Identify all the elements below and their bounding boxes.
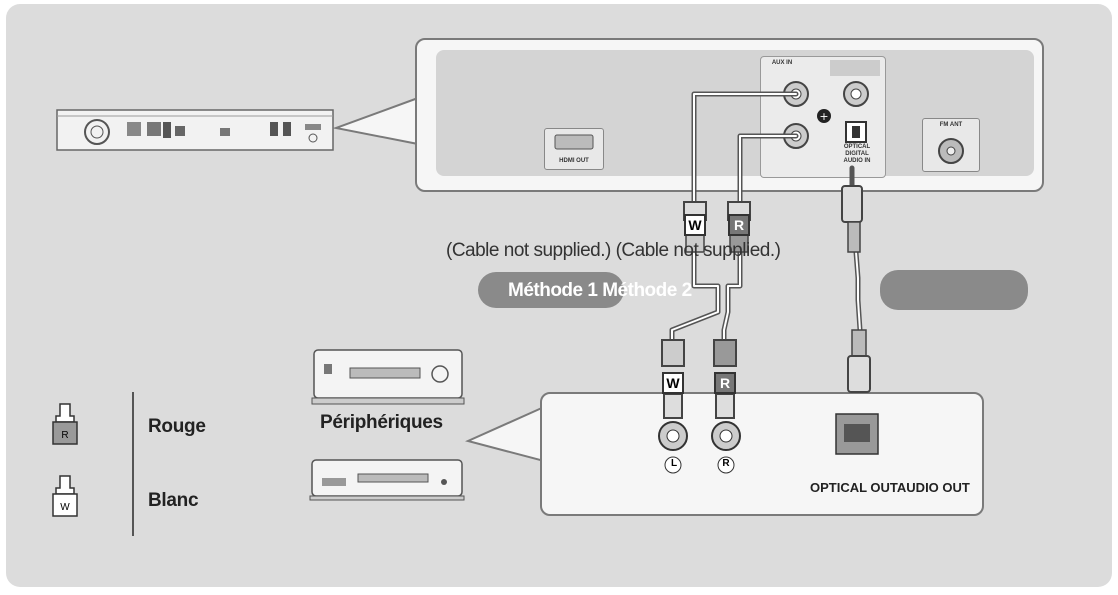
legend-white-letter: W — [60, 502, 70, 513]
red-plug-letter: R — [719, 375, 731, 391]
method-pill-right — [880, 270, 1028, 310]
red-plug-top-badge: R — [728, 214, 750, 236]
optical-out-port — [835, 413, 879, 455]
white-plug-icon — [52, 475, 78, 517]
method-pill-left — [478, 272, 624, 308]
fm-ant-port: FM ANT — [922, 118, 980, 172]
devices-output-callout — [540, 392, 984, 516]
hdmi-out-port: HDMI OUT — [544, 128, 604, 170]
hdmi-out-label: HDMI OUT — [559, 158, 589, 164]
optical-digital-audio-in-label: OPTICAL DIGITAL AUDIO IN — [830, 144, 884, 165]
jack-left-letter: L — [670, 458, 678, 469]
method-2-label: Méthode 2 — [602, 280, 692, 301]
cable-note-1: (Cable not supplied.) — [446, 240, 611, 261]
legend: R Rouge W Blanc — [40, 392, 280, 540]
red-plug-icon — [52, 403, 78, 445]
optical-out-label: OPTICAL OUT — [810, 480, 897, 495]
red-plug-bottom-badge: R — [714, 372, 736, 394]
red-plug-letter: R — [733, 217, 745, 233]
fm-ant-label: FM ANT — [939, 122, 963, 128]
main-unit-rear-thumbnail — [55, 104, 335, 154]
legend-rouge-label: Rouge — [148, 416, 206, 437]
white-plug-top-badge: W — [684, 214, 706, 236]
peripherals-label: Périphériques — [320, 412, 443, 433]
legend-red-letter: R — [61, 430, 69, 441]
white-plug-letter: W — [666, 375, 680, 391]
legend-blanc-label: Blanc — [148, 490, 199, 511]
svg-text:+: + — [819, 110, 828, 123]
jack-right-letter: R — [722, 458, 730, 469]
legend-divider — [132, 392, 134, 536]
peripheral-device-2 — [309, 459, 465, 501]
method-labels: Méthode 1 Méthode 2 — [508, 280, 692, 302]
cable-note-2: (Cable not supplied.) — [615, 240, 781, 261]
audio-out-label: AUDIO OUT — [896, 480, 970, 495]
rca-output-jacks — [658, 421, 741, 474]
peripheral-device-1 — [311, 349, 465, 405]
cable-notes: (Cable not supplied.) (Cable not supplie… — [446, 240, 781, 262]
device-outputs-label: OPTICAL OUTAUDIO OUT — [810, 480, 970, 495]
optical-label-line-2: DIGITAL — [845, 151, 869, 157]
optical-label-line-3: AUDIO IN — [843, 158, 871, 164]
aux-in-label: AUX IN — [771, 60, 793, 66]
method-1-label: Méthode 1 — [508, 280, 598, 301]
optical-label-line-1: OPTICAL — [843, 144, 871, 150]
white-plug-bottom-badge: W — [662, 372, 684, 394]
white-plug-letter: W — [688, 217, 702, 233]
